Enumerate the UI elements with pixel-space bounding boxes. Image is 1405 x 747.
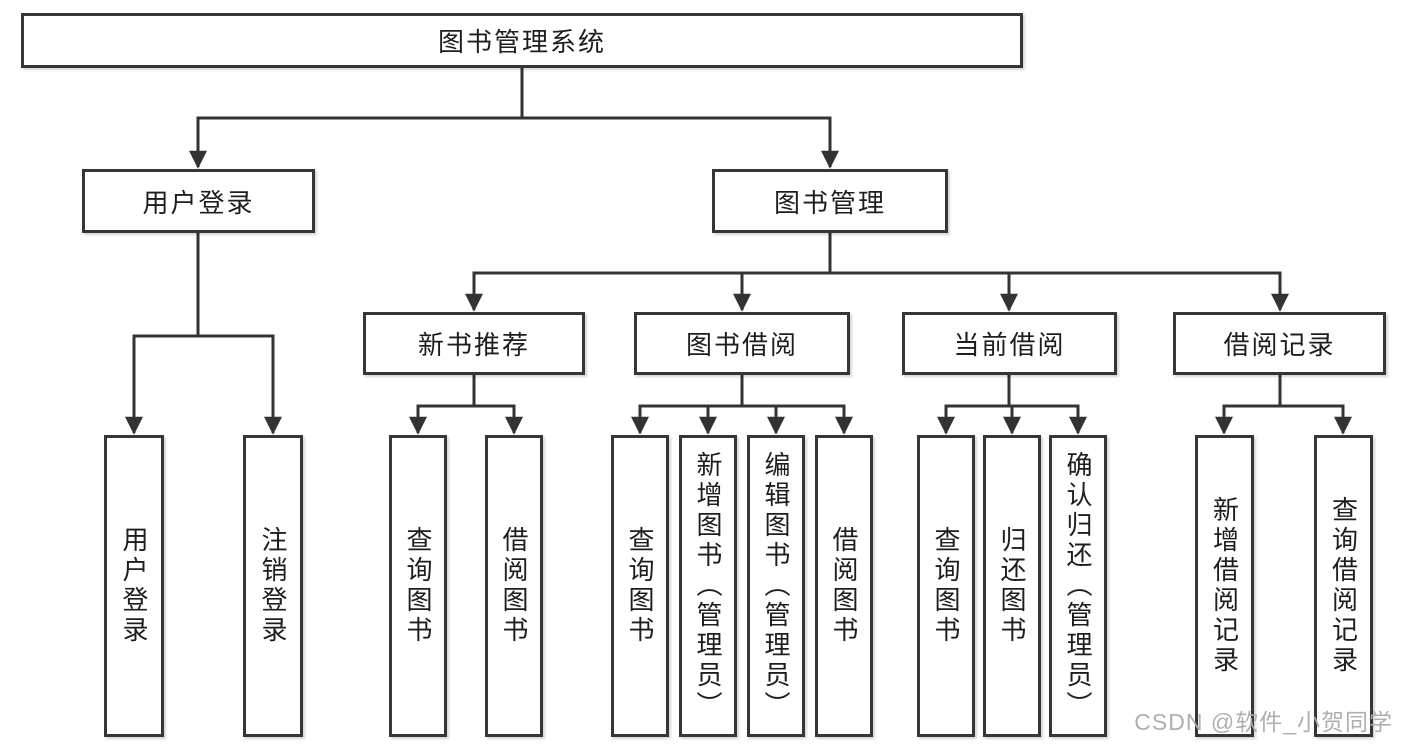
node-user-login: 用户登录 bbox=[82, 169, 315, 233]
leaf-borrow-borrow-books: 借阅图书 bbox=[815, 435, 873, 737]
leaf-add-books-admin: 新增图书（管理员） bbox=[679, 435, 737, 737]
leaf-current-query-books: 查询图书 bbox=[917, 435, 975, 737]
csdn-watermark: CSDN @软件_小贺同学 bbox=[1134, 709, 1393, 735]
leaf-return-books: 归还图书 bbox=[983, 435, 1041, 737]
node-book-borrow: 图书借阅 bbox=[634, 312, 850, 375]
node-book-management: 图书管理 bbox=[712, 169, 948, 233]
leaf-logout: 注销登录 bbox=[243, 435, 303, 737]
leaf-newbooks-borrow-books: 借阅图书 bbox=[485, 435, 543, 737]
leaf-query-borrow-record: 查询借阅记录 bbox=[1314, 435, 1373, 737]
node-borrow-records: 借阅记录 bbox=[1173, 312, 1386, 375]
node-current-borrow: 当前借阅 bbox=[902, 312, 1117, 375]
node-root-library-system: 图书管理系统 bbox=[21, 13, 1023, 68]
leaf-user-login: 用户登录 bbox=[104, 435, 164, 737]
leaf-borrow-query-books: 查询图书 bbox=[611, 435, 669, 737]
leaf-confirm-return-admin: 确认归还（管理员） bbox=[1049, 435, 1107, 737]
node-new-book-recommend: 新书推荐 bbox=[363, 312, 585, 375]
leaf-edit-books-admin: 编辑图书（管理员） bbox=[747, 435, 805, 737]
leaf-add-borrow-record: 新增借阅记录 bbox=[1195, 435, 1254, 737]
leaf-newbooks-query-books: 查询图书 bbox=[389, 435, 447, 737]
